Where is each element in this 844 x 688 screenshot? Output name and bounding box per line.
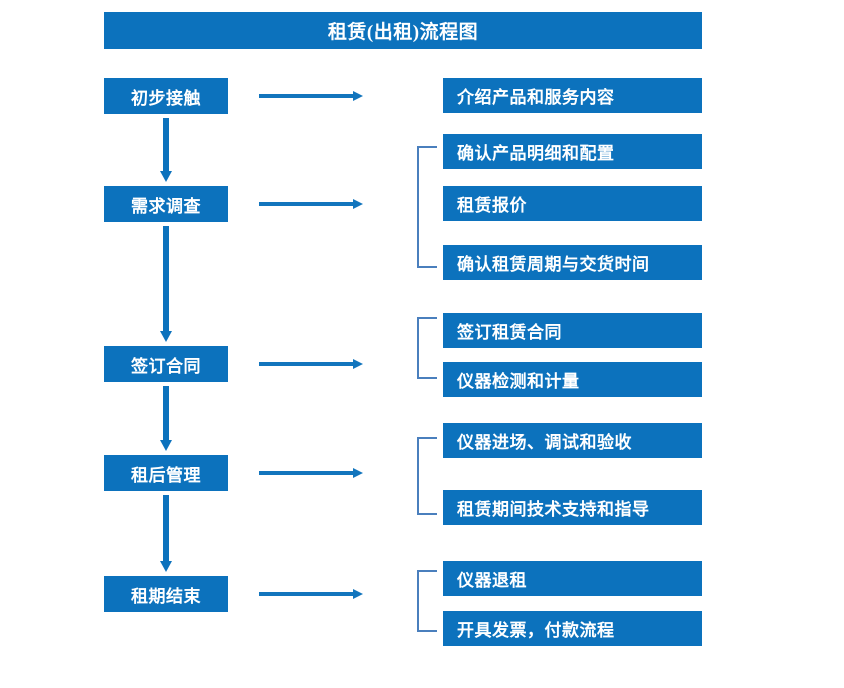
horizontal-arrow-3 (259, 359, 363, 369)
group-bracket-2 (417, 317, 437, 379)
detail-box-9[interactable]: 仪器退租 (443, 561, 702, 596)
detail-box-1[interactable]: 介绍产品和服务内容 (443, 78, 702, 113)
vertical-arrow-2 (160, 226, 172, 342)
group-bracket-1 (417, 146, 437, 268)
detail-box-7[interactable]: 仪器进场、调试和验收 (443, 423, 702, 458)
detail-box-4[interactable]: 确认租赁周期与交货时间 (443, 245, 702, 280)
horizontal-arrow-5 (259, 589, 363, 599)
vertical-arrow-3 (160, 386, 172, 451)
detail-box-6[interactable]: 仪器检测和计量 (443, 362, 702, 397)
stage-box-3[interactable]: 签订合同 (104, 346, 228, 382)
vertical-arrow-4 (160, 495, 172, 572)
detail-box-2[interactable]: 确认产品明细和配置 (443, 134, 702, 169)
horizontal-arrow-2 (259, 199, 363, 209)
detail-box-8[interactable]: 租赁期间技术支持和指导 (443, 490, 702, 525)
stage-box-5[interactable]: 租期结束 (104, 576, 228, 612)
vertical-arrow-1 (160, 118, 172, 182)
horizontal-arrow-4 (259, 468, 363, 478)
horizontal-arrow-1 (259, 91, 363, 101)
detail-box-3[interactable]: 租赁报价 (443, 186, 702, 221)
stage-box-2[interactable]: 需求调查 (104, 186, 228, 222)
detail-box-10[interactable]: 开具发票，付款流程 (443, 611, 702, 646)
group-bracket-3 (417, 437, 437, 515)
detail-box-5[interactable]: 签订租赁合同 (443, 313, 702, 348)
group-bracket-4 (417, 570, 437, 632)
diagram-title: 租赁(出租)流程图 (104, 12, 702, 49)
stage-box-4[interactable]: 租后管理 (104, 455, 228, 491)
stage-box-1[interactable]: 初步接触 (104, 78, 228, 114)
